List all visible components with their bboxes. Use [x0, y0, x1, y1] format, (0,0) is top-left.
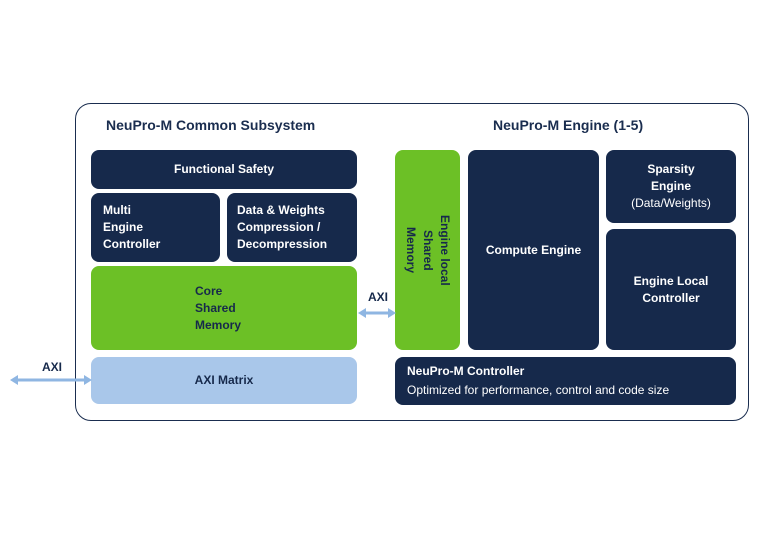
neupro-controller-title: NeuPro-M Controller — [407, 364, 525, 378]
engine-local-controller-block: Engine Local Controller — [606, 229, 736, 350]
sparsity-engine-label: Sparsity Engine — [647, 162, 695, 193]
engine-local-controller-label: Engine Local Controller — [633, 273, 709, 305]
functional-safety-block: Functional Safety — [91, 150, 357, 189]
compression-label: Data & Weights Compression / Decompressi… — [237, 203, 328, 251]
neupro-controller-block: NeuPro-M Controller Optimized for perfor… — [395, 357, 736, 405]
compute-engine-block: Compute Engine — [468, 150, 599, 350]
core-shared-memory-block: Core Shared Memory — [91, 266, 357, 350]
engine-local-memory-label: Engine local Shared Memory — [404, 214, 452, 286]
multi-engine-controller-block: Multi Engine Controller — [91, 193, 220, 262]
sparsity-engine-block: Sparsity Engine (Data/Weights) — [606, 150, 736, 223]
axi-external-arrow — [10, 375, 92, 385]
functional-safety-label: Functional Safety — [173, 162, 274, 176]
axi-external-label: AXI — [42, 360, 63, 374]
common-subsystem-title: NeuPro-M Common Subsystem — [106, 117, 316, 133]
axi-matrix-block: AXI Matrix — [91, 357, 357, 404]
core-shared-memory-label: Core Shared Memory — [195, 283, 242, 332]
compression-block: Data & Weights Compression / Decompressi… — [227, 193, 357, 262]
engine-title: NeuPro-M Engine (1-5) — [493, 117, 644, 133]
neupro-controller-sub: Optimized for performance, control and c… — [407, 383, 670, 397]
axi-internal-arrow — [358, 308, 396, 318]
axi-matrix-label: AXI Matrix — [194, 373, 254, 387]
sparsity-engine-sub: (Data/Weights) — [631, 196, 711, 210]
compute-engine-label: Compute Engine — [485, 242, 582, 257]
engine-local-memory-block: Engine local Shared Memory — [395, 150, 460, 350]
multi-engine-controller-label: Multi Engine Controller — [103, 203, 161, 251]
axi-internal-label: AXI — [368, 290, 389, 304]
